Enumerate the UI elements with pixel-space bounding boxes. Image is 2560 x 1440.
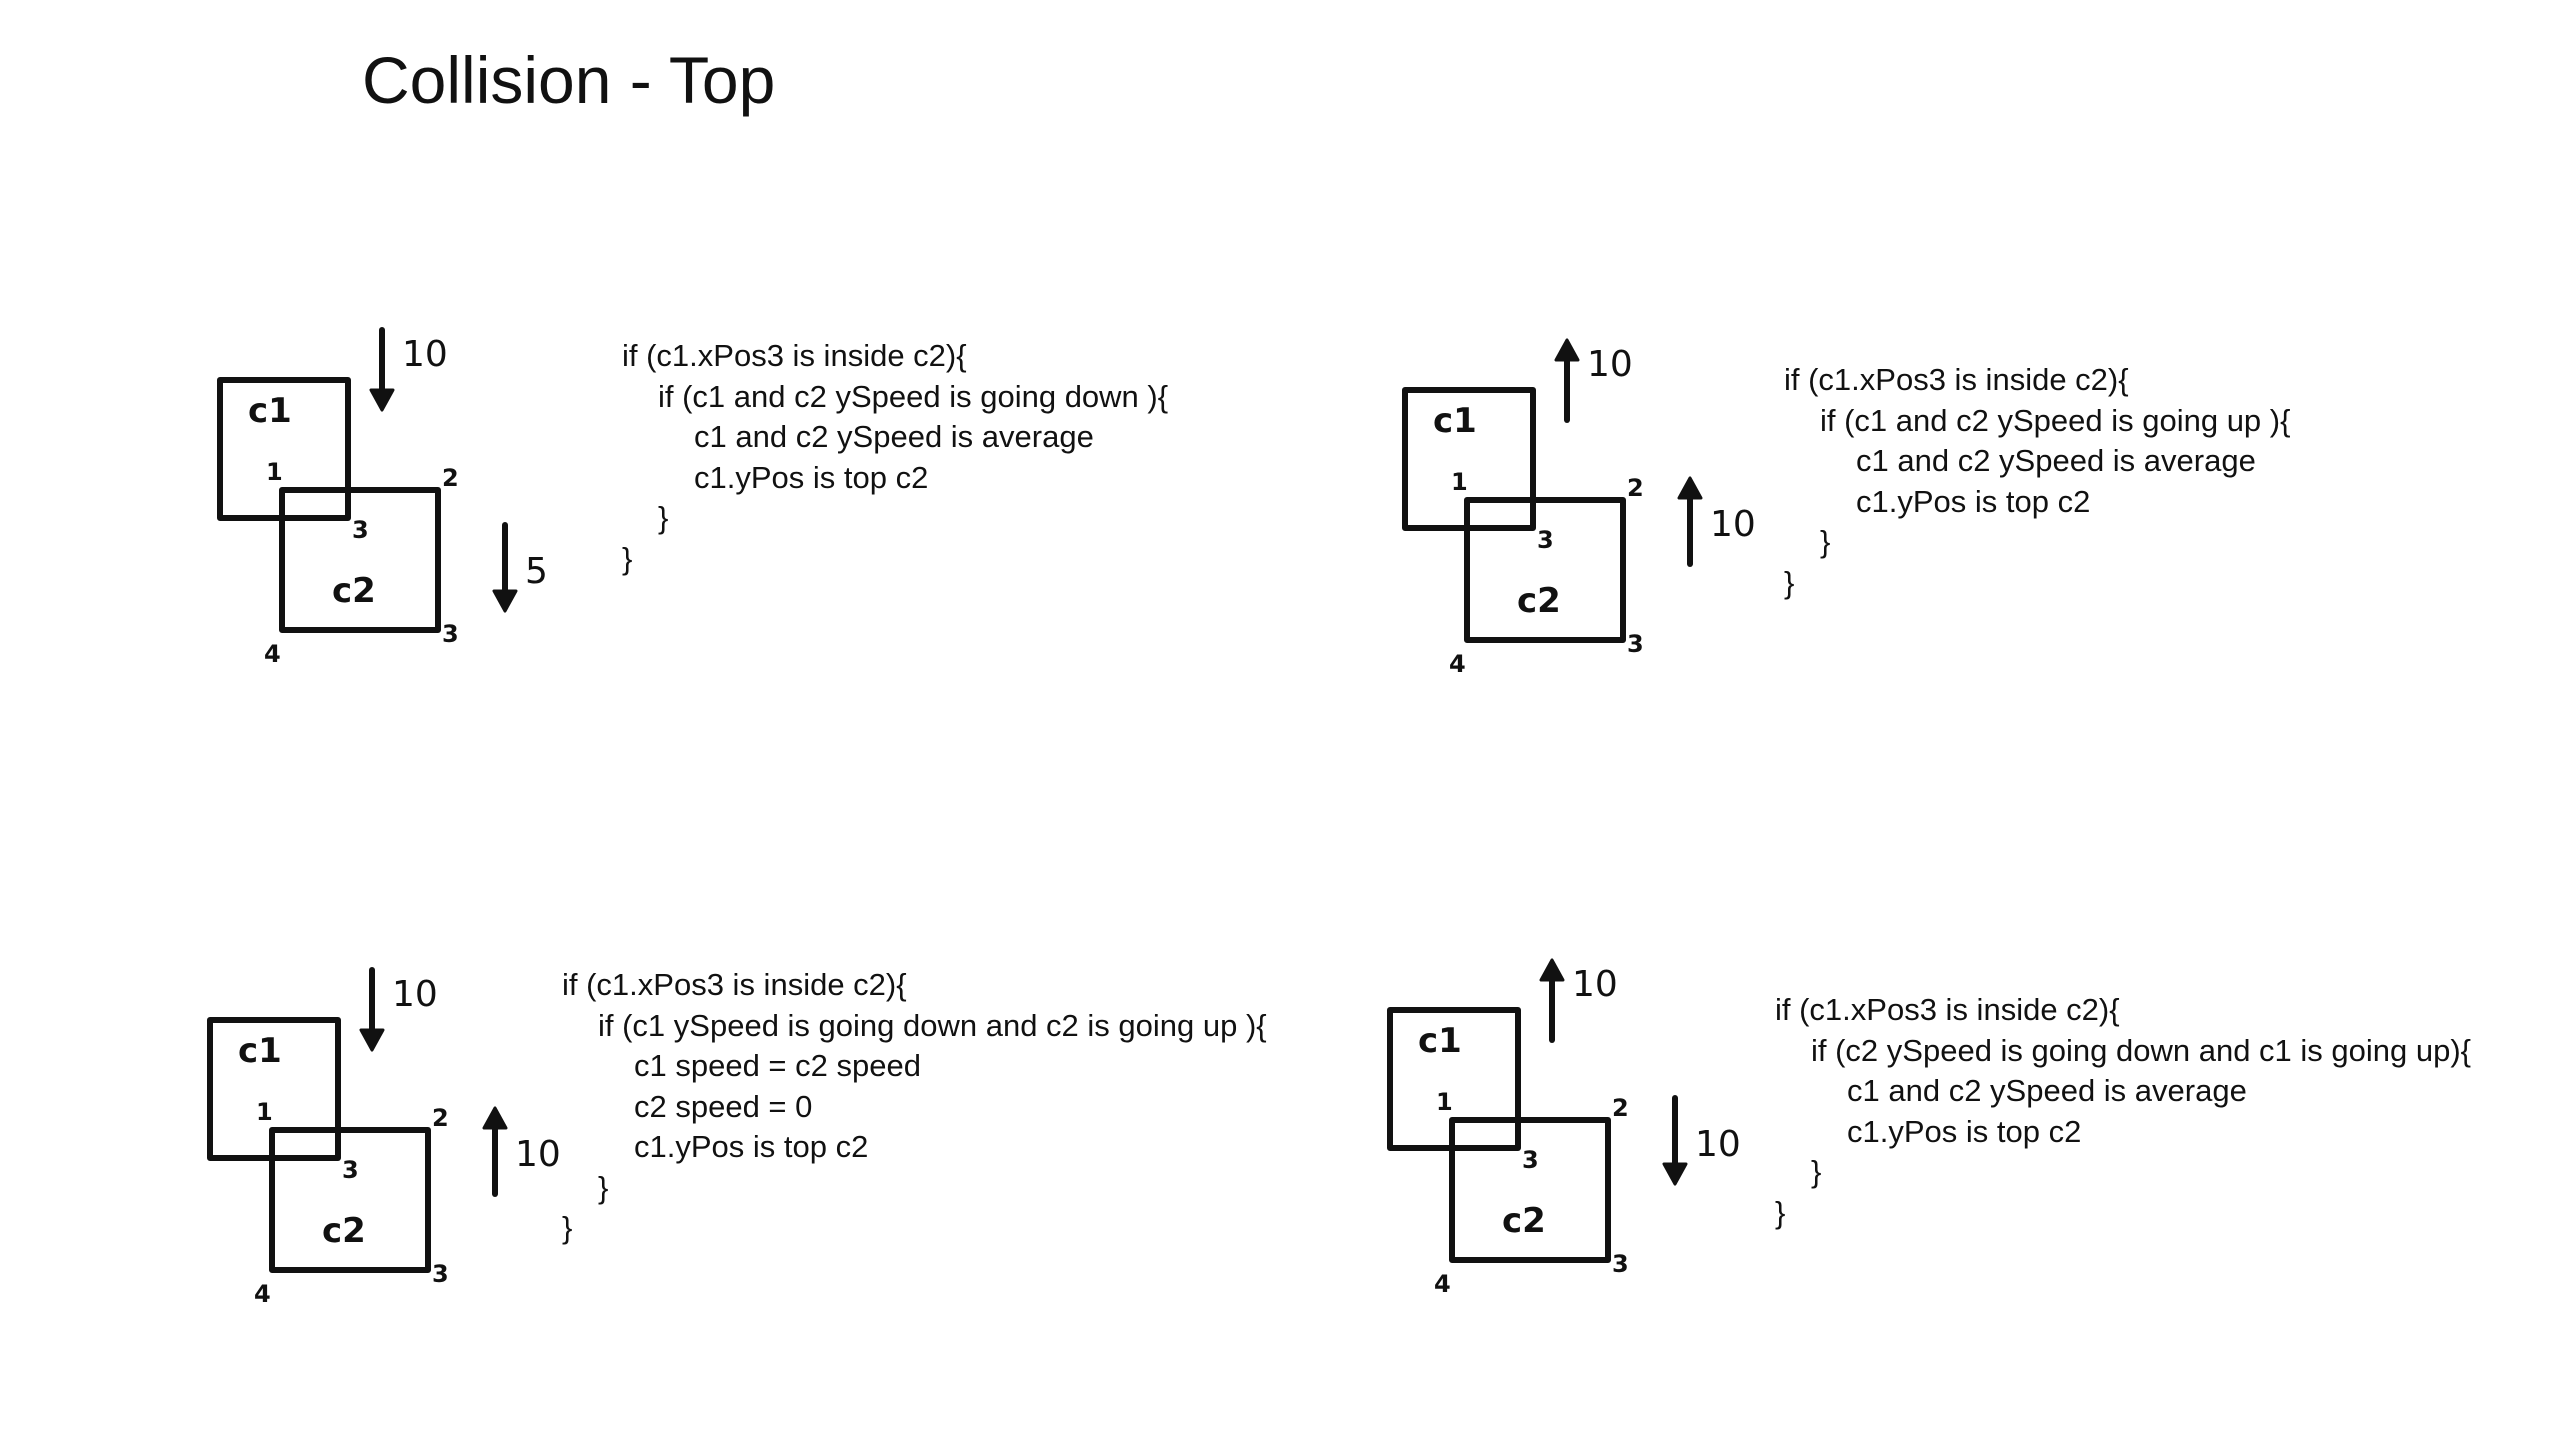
arrow-c1-up: [1554, 338, 1580, 423]
corner-number-3-c1: 3: [352, 516, 369, 544]
arrow-head-down-icon: [1662, 1162, 1688, 1186]
arrow-c2-down: [1662, 1095, 1688, 1186]
corner-number-3-c1: 3: [342, 1156, 359, 1184]
corner-number-3-c2: 3: [1627, 630, 1644, 658]
arrow-c2-down: [492, 522, 518, 613]
box-c1: [1387, 1007, 1521, 1151]
corner-number-4: 4: [254, 1280, 271, 1308]
speed-label-c2: 10: [1695, 1124, 1741, 1165]
arrow-c2-up: [482, 1106, 508, 1197]
box-c1: [207, 1017, 341, 1161]
code-line: c1.yPos is top c2: [1856, 483, 2091, 519]
collision-sketch-2: c1 c2 1 2 3 3 4 10 10: [1402, 338, 1756, 678]
code-line: }: [562, 1210, 573, 1245]
box-c2-label: c2: [322, 1211, 366, 1251]
code-line: c1 and c2 ySpeed is average: [694, 419, 1094, 454]
box-c1: [217, 377, 351, 521]
box-c2: [1464, 497, 1626, 643]
arrow-head-up-icon: [1677, 476, 1703, 500]
arrow-c1-up: [1539, 958, 1565, 1043]
code-line: }: [1820, 524, 1831, 559]
code-line: }: [1811, 1154, 1822, 1189]
code-line: if (c2 ySpeed is going down and c1 is go…: [1811, 1032, 2472, 1068]
arrow-c1-down: [359, 967, 385, 1052]
box-c2-label: c2: [1502, 1201, 1546, 1241]
arrow-head-up-icon: [1554, 338, 1580, 362]
corner-number-1: 1: [266, 458, 283, 486]
box-c1-label: c1: [1433, 401, 1477, 441]
code-line: c1 and c2 ySpeed is average: [1856, 443, 2256, 478]
collision-sketch-3: c1 c2 1 2 3 3 4 10 10: [207, 967, 561, 1308]
code-line: if (c1 and c2 ySpeed is going down ){: [658, 378, 1169, 414]
code-line: if (c1.xPos3 is inside c2){: [1775, 992, 2120, 1027]
speed-label-c2: 10: [515, 1134, 561, 1175]
speed-label-c1: 10: [1587, 344, 1633, 385]
code-line: }: [622, 540, 633, 576]
arrow-head-up-icon: [1539, 958, 1565, 982]
arrow-head-up-icon: [482, 1106, 508, 1130]
corner-number-4: 4: [1449, 650, 1466, 678]
corner-number-3-c2: 3: [1612, 1250, 1629, 1278]
corner-number-2: 2: [432, 1104, 449, 1132]
box-c2: [279, 487, 441, 633]
pseudo-code-block-3: if (c1.xPos3 is inside c2){ if (c1 ySpeed…: [562, 965, 1267, 1249]
arrow-c1-down: [369, 327, 395, 412]
box-c1-label: c1: [248, 391, 292, 431]
code-line: c1.yPos is top c2: [694, 459, 929, 495]
code-line: if (c1.xPos3 is inside c2){: [562, 967, 907, 1002]
box-c1-label: c1: [238, 1031, 282, 1071]
page-title: Collision - Top: [362, 43, 776, 117]
speed-label-c1: 10: [392, 974, 438, 1015]
corner-number-2: 2: [1612, 1094, 1629, 1122]
code-line: if (c1.xPos3 is inside c2){: [1784, 362, 2129, 397]
corner-number-2: 2: [442, 464, 459, 492]
code-line: c1.yPos is top c2: [634, 1129, 869, 1164]
corner-number-4: 4: [1434, 1270, 1451, 1298]
corner-number-3-c2: 3: [432, 1260, 449, 1288]
box-c2-label: c2: [332, 571, 376, 611]
box-c2-label: c2: [1517, 581, 1561, 621]
corner-number-3-c1: 3: [1522, 1146, 1539, 1174]
corner-number-3-c1: 3: [1537, 526, 1554, 554]
corner-number-1: 1: [1436, 1088, 1453, 1116]
code-line: c1.yPos is top c2: [1847, 1113, 2082, 1149]
code-line: }: [658, 500, 669, 535]
code-line: if (c1.xPos3 is inside c2){: [622, 338, 967, 373]
arrow-head-down-icon: [492, 589, 518, 613]
code-line: if (c1 ySpeed is going down and c2 is go…: [598, 1007, 1267, 1043]
speed-label-c1: 10: [1572, 964, 1618, 1005]
box-c1: [1402, 387, 1536, 531]
speed-label-c2: 10: [1710, 504, 1756, 545]
collision-sketch-4: c1 c2 1 2 3 3 4 10 10: [1387, 958, 1741, 1298]
corner-number-1: 1: [256, 1098, 273, 1126]
pseudo-code-block-4: if (c1.xPos3 is inside c2){ if (c2 ySpeed…: [1775, 990, 2471, 1233]
code-line: }: [598, 1169, 609, 1205]
code-line: if (c1 and c2 ySpeed is going up ){: [1820, 402, 2291, 438]
corner-number-3-c2: 3: [442, 620, 459, 648]
code-line: }: [1775, 1194, 1786, 1230]
pseudo-code-block-1: if (c1.xPos3 is inside c2){ if (c1 and c2…: [622, 336, 1168, 579]
corner-number-1: 1: [1451, 468, 1468, 496]
code-line: }: [1784, 564, 1795, 600]
arrow-head-down-icon: [369, 388, 395, 412]
pseudo-code-block-2: if (c1.xPos3 is inside c2){ if (c1 and c2…: [1784, 360, 2290, 603]
speed-label-c1: 10: [402, 334, 448, 375]
box-c1-label: c1: [1418, 1021, 1462, 1061]
arrow-head-down-icon: [359, 1028, 385, 1052]
speed-label-c2: 5: [525, 551, 548, 592]
corner-number-2: 2: [1627, 474, 1644, 502]
box-c2: [269, 1127, 431, 1273]
code-line: c1 speed = c2 speed: [634, 1048, 921, 1083]
box-c2: [1449, 1117, 1611, 1263]
arrow-c2-up: [1677, 476, 1703, 567]
corner-number-4: 4: [264, 640, 281, 668]
code-line: c2 speed = 0: [634, 1088, 813, 1124]
collision-sketch-1: c1 c2 1 2 3 3 4 10 5: [217, 327, 548, 668]
code-line: c1 and c2 ySpeed is average: [1847, 1073, 2247, 1108]
